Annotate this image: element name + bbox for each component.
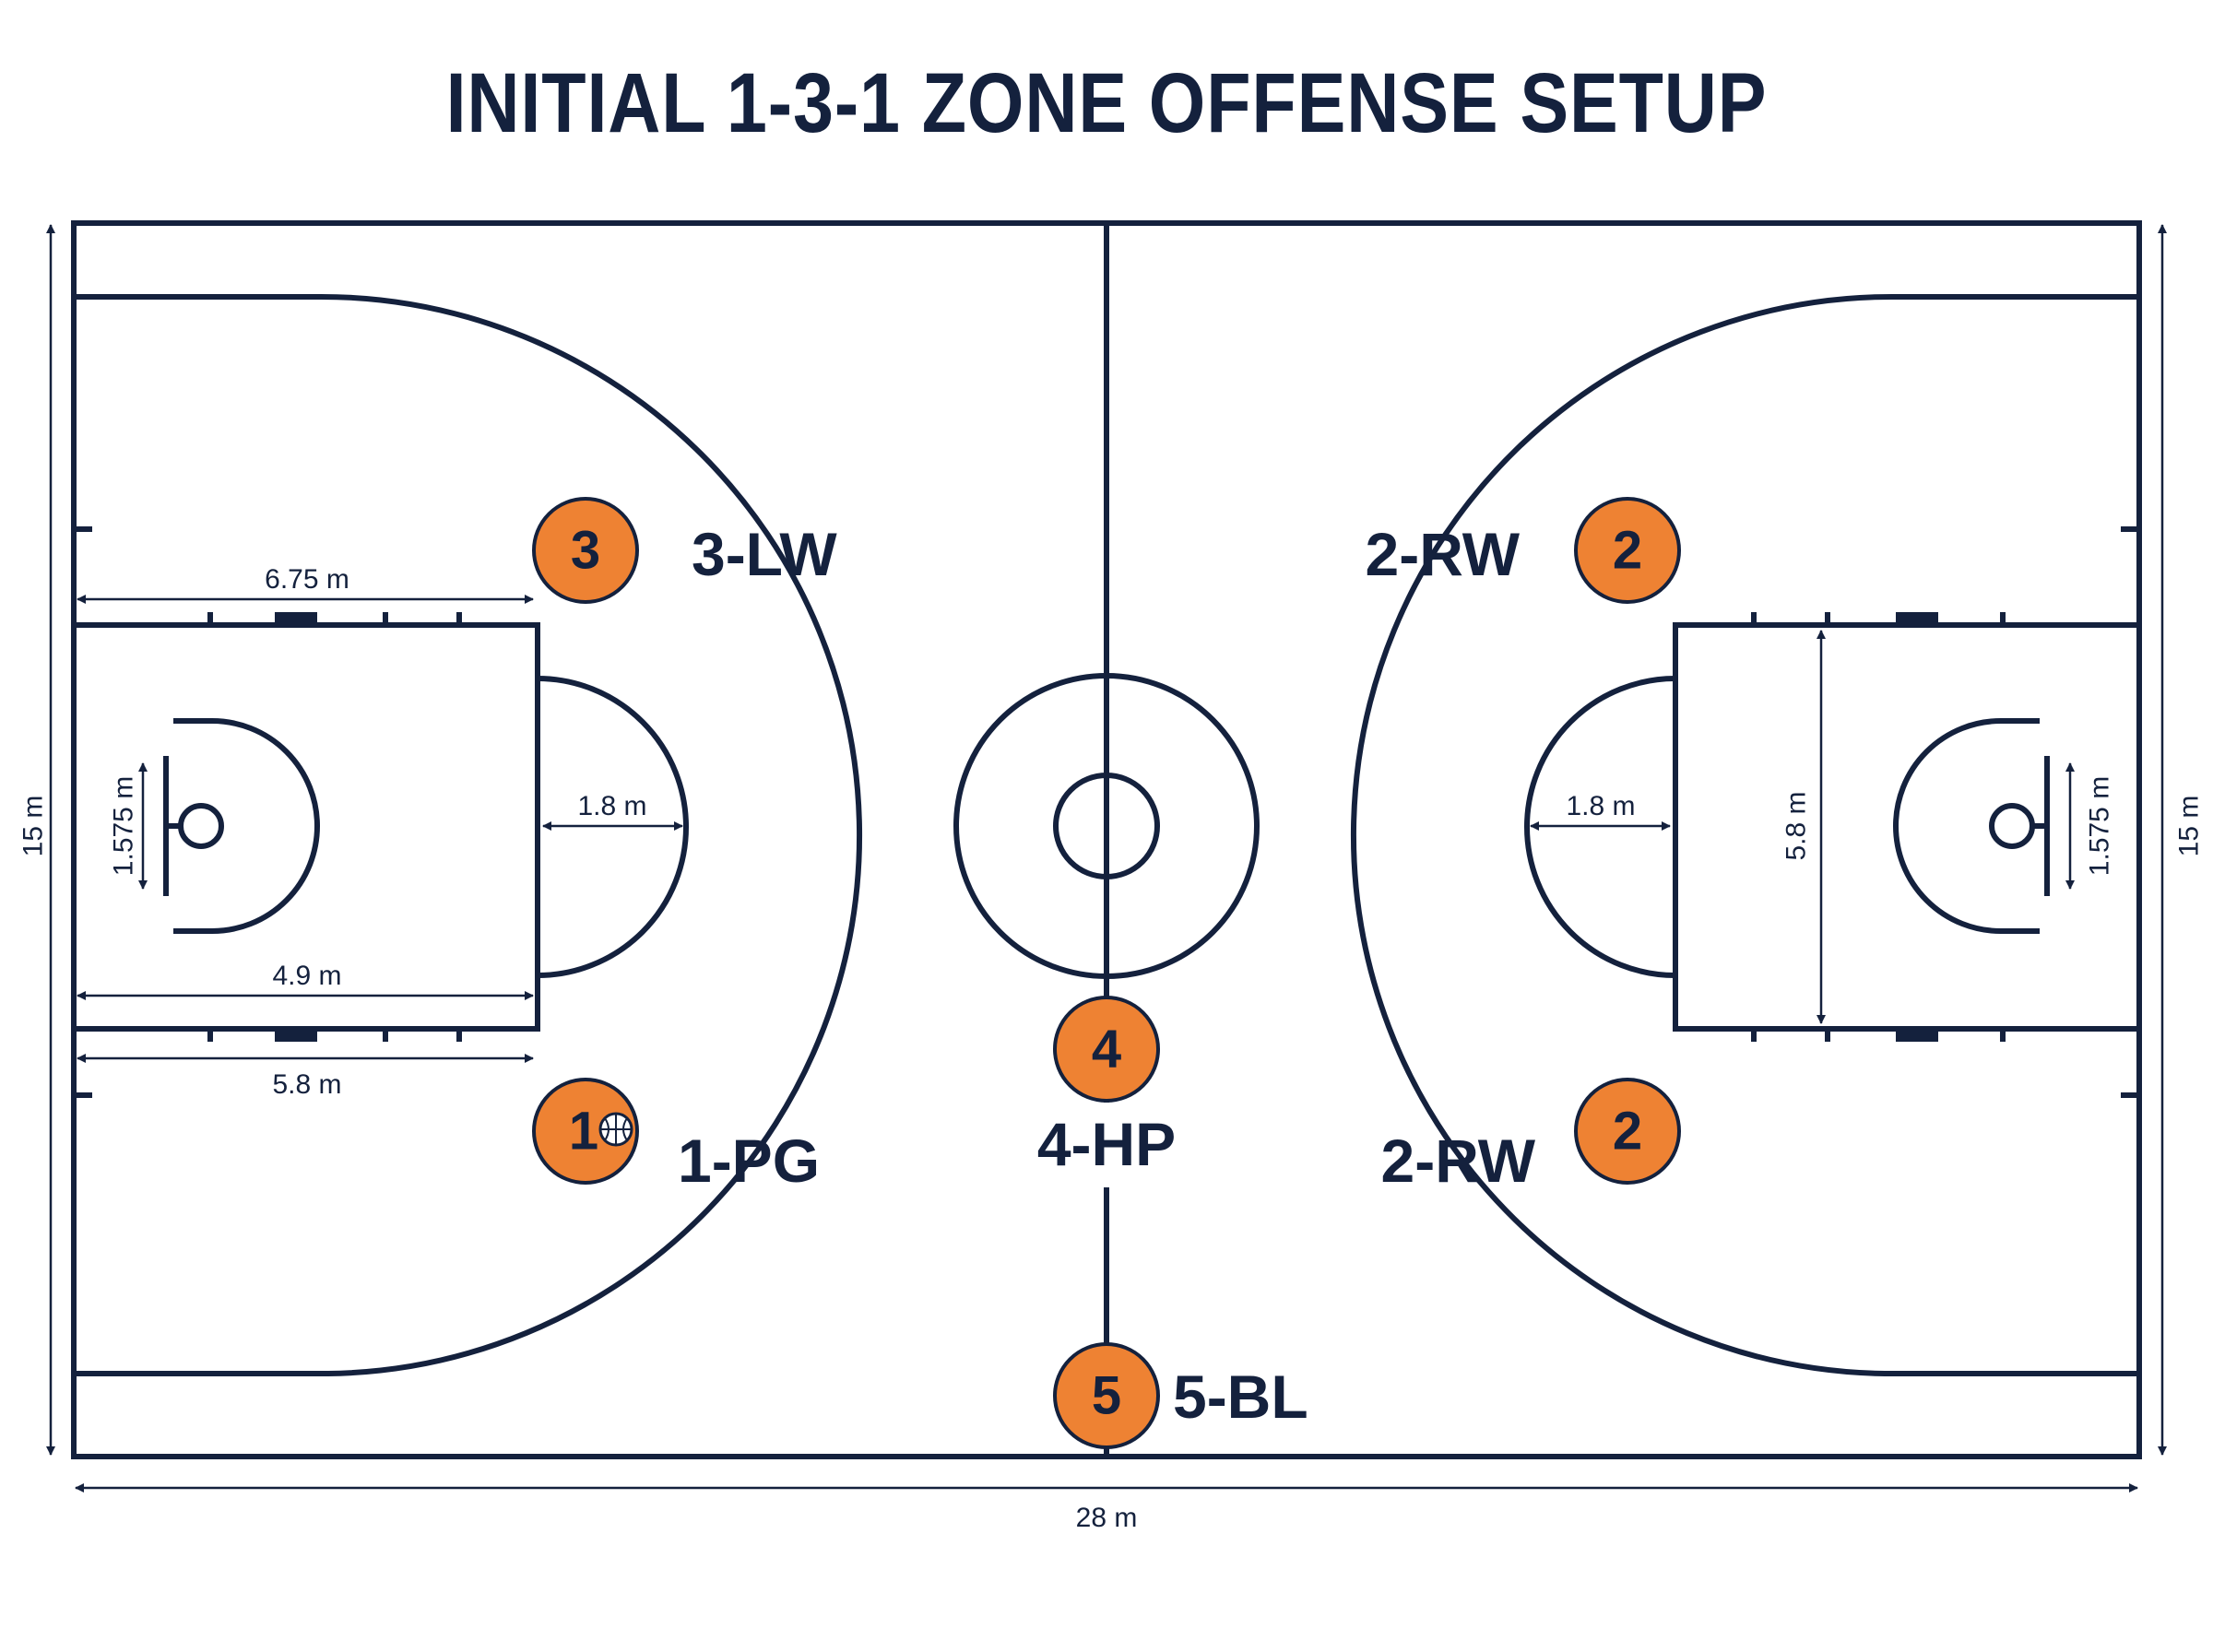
left-three-point-arc [74, 293, 862, 1376]
court-width-label-left: 15 m [18, 796, 49, 857]
player-marker [1574, 1078, 1681, 1185]
player-number: 1 [569, 1102, 598, 1162]
right-backboard-offset-label: 1.575 m [2085, 776, 2115, 876]
left-restricted-label: 1.8 m [577, 791, 646, 821]
right-rim [1989, 803, 2035, 849]
player-1-pg: 1 1-PG [532, 1078, 820, 1195]
basketball-icon [598, 1112, 633, 1147]
player-marker [532, 1078, 639, 1185]
lane-blocks [275, 612, 1938, 1042]
dimension-arrows [46, 224, 2167, 1493]
left-restricted-arc [173, 718, 320, 934]
lane-width-label: 4.9 m [272, 961, 341, 991]
diagram-title: INITIAL 1-3-1 ZONE OFFENSE SETUP [445, 56, 1768, 150]
left-free-throw-circle [537, 676, 689, 978]
left-rim [178, 803, 224, 849]
right-restricted-label: 1.8 m [1566, 791, 1635, 821]
player-label: 3-LW [692, 520, 837, 588]
player-number: 2 [1613, 521, 1642, 581]
player-marker [1053, 996, 1160, 1103]
player-number: 3 [571, 521, 600, 581]
player-marker [532, 497, 639, 604]
player-number: 2 [1613, 1102, 1642, 1162]
left-backboard-offset-label: 1.575 m [109, 776, 139, 876]
three-point-distance-label: 6.75 m [265, 564, 349, 595]
court-width-label-right: 15 m [2174, 796, 2205, 857]
right-restricted-arc [1893, 718, 2040, 934]
player-label: 2-RW [1381, 1127, 1536, 1195]
right-lane-length-label: 5.8 m [1781, 791, 1812, 860]
right-free-throw-circle [1524, 676, 1676, 978]
player-number: 4 [1092, 1020, 1121, 1080]
player-label: 5-BL [1173, 1363, 1308, 1431]
court-lines [71, 220, 2142, 1459]
player-label: 2-RW [1366, 520, 1521, 588]
label-backdrop [1028, 1103, 1185, 1187]
player-marker [1053, 1342, 1160, 1449]
player-5-bl: 5 5-BL [1053, 1342, 1308, 1449]
player-2-rw-lower: 2 2-RW [1381, 1078, 1681, 1195]
center-circle-inner [1053, 773, 1160, 879]
right-three-point-arc [1351, 293, 2139, 1376]
player-marker [1574, 497, 1681, 604]
player-3-lw: 3 3-LW [532, 497, 837, 604]
court-length-label: 28 m [1076, 1503, 1138, 1533]
player-label: 4-HP [1037, 1110, 1176, 1178]
player-2-rw-upper: 2 2-RW [1366, 497, 1681, 604]
center-circle-outer [953, 673, 1260, 979]
player-label: 1-PG [678, 1127, 820, 1195]
player-4-hp: 4 4-HP [1028, 996, 1185, 1187]
player-number: 5 [1092, 1366, 1121, 1426]
free-throw-distance-label: 5.8 m [272, 1069, 341, 1100]
